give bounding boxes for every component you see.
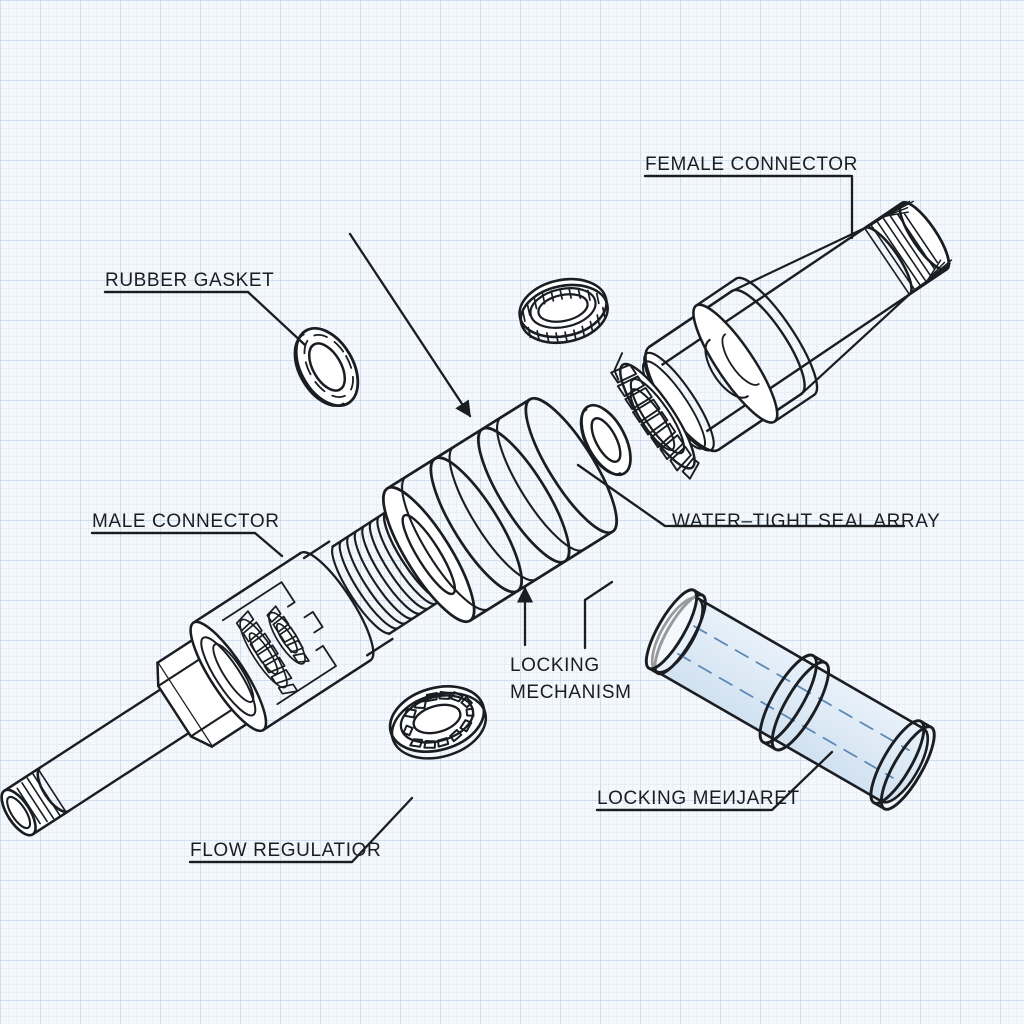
part-male-connector xyxy=(0,510,447,837)
leader-male-connector xyxy=(90,531,284,558)
label-rubber-gasket: RUBBER GASKET xyxy=(105,270,275,291)
part-rubber-gasket xyxy=(293,326,360,408)
leader-rubber-gasket xyxy=(103,290,307,347)
part-transparent-sleeve xyxy=(644,588,936,811)
label-locking-menjaret: LOCKING MEИJARET xyxy=(597,788,800,809)
label-water-tight-seal-array: WATER–TIGHT SEAL ARRAY xyxy=(672,511,941,532)
part-flat-washer xyxy=(579,403,632,477)
leader-female-connector xyxy=(643,174,854,240)
label-underlines xyxy=(90,174,906,864)
part-toothed-lock-washer xyxy=(388,685,488,760)
part-female-connector xyxy=(610,200,953,480)
part-bellows-seal-stack xyxy=(382,396,618,624)
label-female-connector: FEMALE CONNECTOR xyxy=(645,154,858,175)
label-locking-mechanism: LOCKING MECHANISM xyxy=(510,655,632,703)
leader-locking-mechanism-b xyxy=(583,580,614,650)
leader-unlabeled-bellows xyxy=(348,232,472,418)
label-male-connector: MALE CONNECTOR xyxy=(92,511,280,532)
label-flow-regulatior: FLOW REGULATIOR xyxy=(190,840,382,861)
part-bearing-race xyxy=(518,277,609,345)
